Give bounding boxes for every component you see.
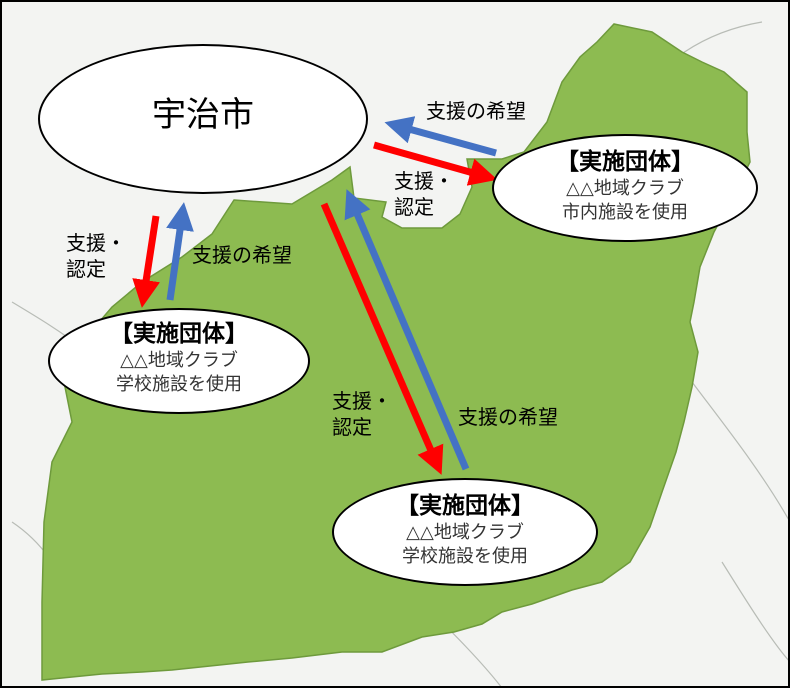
support-label-line2: 認定 — [394, 195, 434, 219]
request-arrow-from-group-1 — [384, 116, 497, 157]
group-2-title: 【実施団体】 — [110, 321, 248, 347]
support-arrow-to-group-3 — [320, 202, 444, 475]
support-label-line1: 支援・ — [66, 231, 126, 255]
group-node-1: 【実施団体】 △△地域クラブ 市内施設を使用 — [492, 134, 758, 242]
support-label-group-3: 支援・ 認定 — [332, 388, 392, 440]
request-label-group-1: 支援の希望 — [426, 99, 526, 123]
support-label-line2: 認定 — [66, 257, 106, 281]
group-3-title: 【実施団体】 — [396, 493, 534, 519]
group-2-line1: △△地域クラブ — [120, 350, 238, 371]
uji-city-node: 宇治市 — [38, 44, 368, 194]
group-1-line2: 市内施設を使用 — [562, 202, 688, 223]
request-arrow-from-group-2 — [166, 202, 194, 301]
group-1-title: 【実施団体】 — [556, 149, 694, 175]
support-label-group-2: 支援・ 認定 — [66, 230, 126, 282]
support-arrow-to-group-2 — [132, 215, 160, 308]
support-label-line1: 支援・ — [332, 389, 392, 413]
support-label-line1: 支援・ — [394, 169, 454, 193]
request-label-group-2: 支援の希望 — [192, 243, 292, 267]
request-label-group-3: 支援の希望 — [458, 405, 558, 429]
support-label-group-1: 支援・ 認定 — [394, 168, 454, 220]
support-arrow-to-group-1 — [373, 141, 498, 186]
group-1-line1: △△地域クラブ — [566, 178, 684, 199]
uji-city-label: 宇治市 — [152, 95, 254, 135]
group-2-line2: 学校施設を使用 — [116, 374, 242, 395]
request-arrow-from-group-3 — [344, 189, 470, 471]
group-3-line2: 学校施設を使用 — [402, 546, 528, 567]
group-node-2: 【実施団体】 △△地域クラブ 学校施設を使用 — [48, 308, 310, 414]
group-3-line1: △△地域クラブ — [406, 522, 524, 543]
support-label-line2: 認定 — [332, 415, 372, 439]
group-node-3: 【実施団体】 △△地域クラブ 学校施設を使用 — [332, 478, 598, 586]
